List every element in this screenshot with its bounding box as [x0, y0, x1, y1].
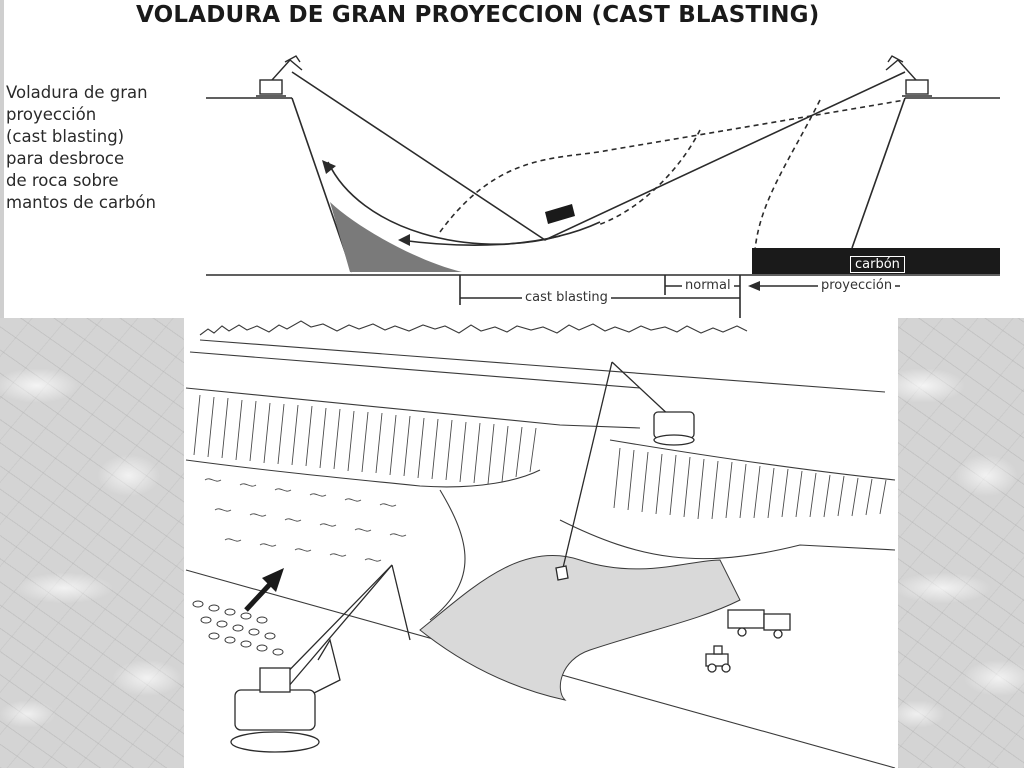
spoil-slope — [429, 489, 466, 621]
tractor-icon — [705, 645, 731, 673]
blasted-pile — [330, 202, 462, 272]
description-line: Voladura de gran — [6, 83, 148, 102]
marble-background-right — [898, 318, 1024, 768]
exposed-coal-seam — [419, 555, 741, 701]
blast-profile-dashed — [754, 99, 821, 251]
marble-background-left — [0, 318, 184, 768]
drill-hole-pattern — [192, 600, 284, 656]
arrowhead-proyeccion — [748, 281, 760, 291]
direction-arrow-icon — [545, 204, 575, 224]
description-line: de roca sobre — [6, 171, 119, 190]
rock-hatching — [193, 394, 887, 562]
trajectory-lower — [399, 221, 601, 246]
description-line: (cast blasting) — [6, 127, 125, 146]
highwall-bottom — [609, 439, 896, 481]
description-line: proyección — [6, 105, 97, 124]
title-close: ) — [808, 2, 820, 28]
title-main: VOLADURA DE GRAN PROYECCION ( — [136, 2, 603, 28]
original-profile-dashed — [439, 99, 906, 233]
page-title: VOLADURA DE GRAN PROYECCION (CAST BLASTI… — [136, 2, 896, 28]
spoil-crest — [185, 459, 541, 488]
excavator-icon — [256, 55, 303, 97]
dragline-icon — [555, 361, 695, 581]
marble-border-strip — [0, 0, 4, 318]
pit-right-wall — [851, 97, 906, 249]
excavator-icon — [885, 55, 932, 97]
direction-arrow-icon — [244, 568, 284, 612]
description-line: mantos de carbón — [6, 193, 156, 212]
label-carbon: carbón — [850, 256, 905, 273]
description-line: para desbroce — [6, 149, 125, 168]
description-text: Voladura de gran proyección (cast blasti… — [6, 82, 202, 214]
seam-edge — [559, 519, 896, 560]
arrowhead-upper — [322, 160, 336, 174]
dragline-icon — [230, 564, 411, 753]
treeline — [199, 320, 748, 336]
truck-icon — [727, 609, 791, 639]
label-cast-blasting: cast blasting — [522, 290, 611, 305]
arrowhead-lower — [398, 234, 410, 246]
label-proyeccion: proyección — [818, 278, 896, 293]
title-emphasis: CAST BLASTING — [602, 2, 809, 28]
label-normal: normal — [682, 278, 734, 293]
blast-profile-dashed-2 — [597, 129, 701, 226]
